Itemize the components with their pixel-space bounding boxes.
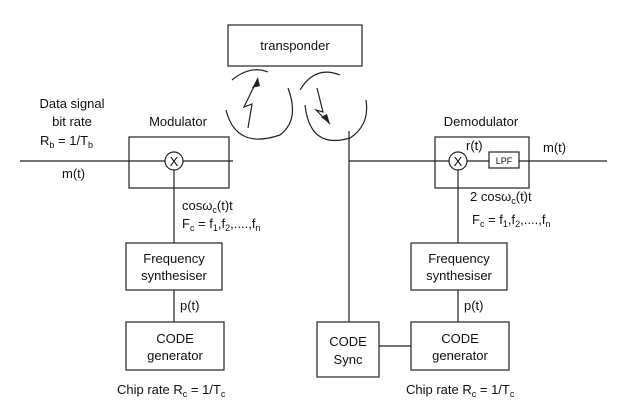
- downlink-arrowhead: [321, 114, 330, 124]
- bit-rate-formula: Rb = 1/Tb: [40, 133, 93, 150]
- rx-chip-rate: Chip rate Rc = 1/Tc: [406, 382, 515, 399]
- rx-pn-label: p(t): [464, 298, 484, 313]
- tx-mixer-label: X: [170, 154, 179, 169]
- rx-synth-line1: Frequency: [428, 251, 490, 266]
- tx-input-label: m(t): [62, 166, 85, 181]
- rx-synth-line2: synthesiser: [426, 268, 492, 283]
- rx-code-generator-box: [410, 321, 510, 371]
- rx-output-label: m(t): [543, 140, 566, 155]
- rx-freq-set-label: Fc = f1,f2,....,fn: [472, 212, 550, 229]
- demodulator-label: Demodulator: [444, 114, 519, 129]
- lpf-label: LPF: [496, 156, 513, 166]
- code-sync-box: [316, 321, 380, 378]
- rx-mixer-label: X: [454, 154, 463, 169]
- tx-code-generator-box: [125, 321, 225, 371]
- rx-code-line1: CODE: [441, 331, 479, 346]
- rx-dish-icon: [304, 99, 368, 142]
- tx-code-line2: generator: [147, 348, 203, 363]
- rx-carrier-label: 2 cosωc(t)t: [470, 189, 532, 206]
- tx-dish-icon: [225, 87, 294, 140]
- tx-synth-line2: synthesiser: [141, 268, 207, 283]
- tx-dish-top: [231, 69, 269, 81]
- rx-dish-top: [299, 71, 341, 91]
- modulator-label: Modulator: [149, 114, 207, 129]
- data-signal-line2: bit rate: [52, 114, 92, 129]
- rx-received-label: r(t): [466, 138, 483, 153]
- tx-synthesiser-box: [125, 242, 223, 291]
- lpf-box: [488, 151, 520, 169]
- uplink-arrow-icon: [242, 77, 259, 129]
- tx-synth-line1: Frequency: [143, 251, 205, 266]
- tx-freq-set-label: Fc = f1,f2,....,fn: [182, 216, 260, 233]
- transponder-box: [227, 24, 363, 67]
- transponder-label: transponder: [260, 38, 330, 53]
- tx-pn-label: p(t): [180, 298, 200, 313]
- tx-carrier-label: cosωc(t)t: [182, 198, 233, 215]
- tx-code-line1: CODE: [156, 331, 194, 346]
- rx-synthesiser-box: [410, 242, 508, 291]
- uplink-arrowhead: [252, 78, 260, 88]
- tx-chip-rate: Chip rate Rc = 1/Tc: [117, 382, 226, 399]
- code-sync-line2: Sync: [334, 352, 363, 367]
- code-sync-line1: CODE: [329, 334, 367, 349]
- data-signal-line1: Data signal: [39, 96, 104, 111]
- rx-code-line2: generator: [432, 348, 488, 363]
